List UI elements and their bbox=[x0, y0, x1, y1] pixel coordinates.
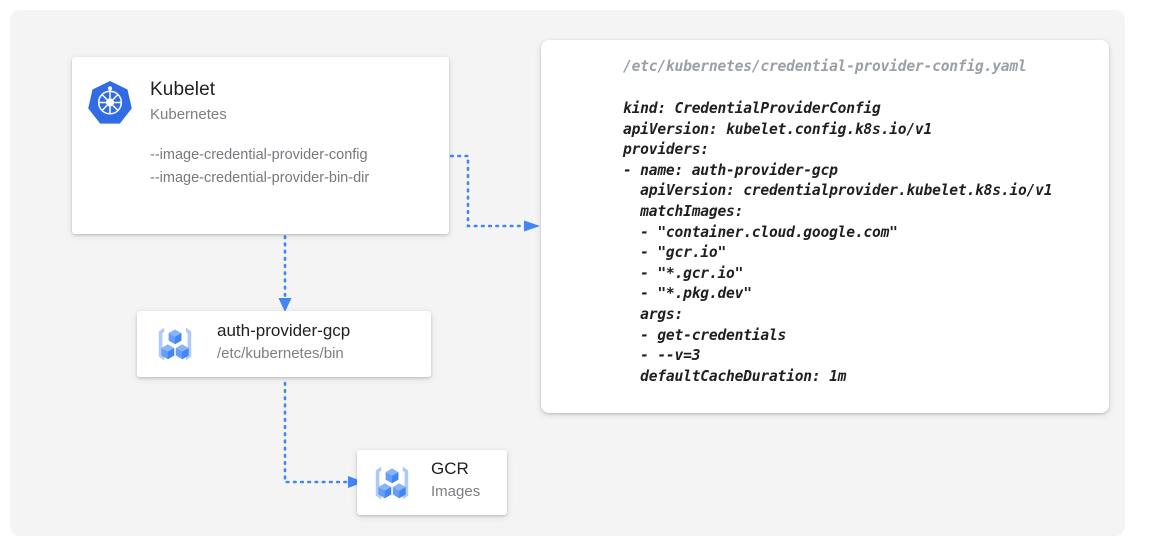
kubernetes-logo-icon bbox=[86, 79, 134, 127]
kubelet-bindir-flag: --image-credential-provider-bin-dir bbox=[150, 170, 370, 186]
kubelet-card[interactable]: Kubelet Kubernetes --image-credential-pr… bbox=[72, 57, 449, 234]
gcr-card-title: GCR bbox=[431, 459, 469, 478]
auth-provider-gcp-card[interactable]: auth-provider-gcp /etc/kubernetes/bin bbox=[137, 311, 431, 377]
yaml-code-block: kind: CredentialProviderConfig apiVersio… bbox=[623, 100, 1053, 385]
container-registry-icon bbox=[366, 457, 418, 509]
auth-provider-card-title: auth-provider-gcp bbox=[217, 321, 351, 340]
auth-provider-card-subtitle: /etc/kubernetes/bin bbox=[217, 345, 344, 362]
gcr-card-subtitle: Images bbox=[431, 483, 481, 500]
yaml-filename-label: /etc/kubernetes/credential-provider-conf… bbox=[623, 58, 1027, 75]
kubelet-config-flag: --image-credential-provider-config bbox=[150, 147, 368, 163]
gcr-card[interactable]: GCR Images bbox=[357, 450, 507, 515]
kubelet-card-subtitle: Kubernetes bbox=[150, 106, 227, 123]
container-registry-icon bbox=[149, 318, 201, 370]
credential-provider-config-panel[interactable]: /etc/kubernetes/credential-provider-conf… bbox=[541, 40, 1109, 413]
kubelet-card-title: Kubelet bbox=[150, 79, 216, 100]
